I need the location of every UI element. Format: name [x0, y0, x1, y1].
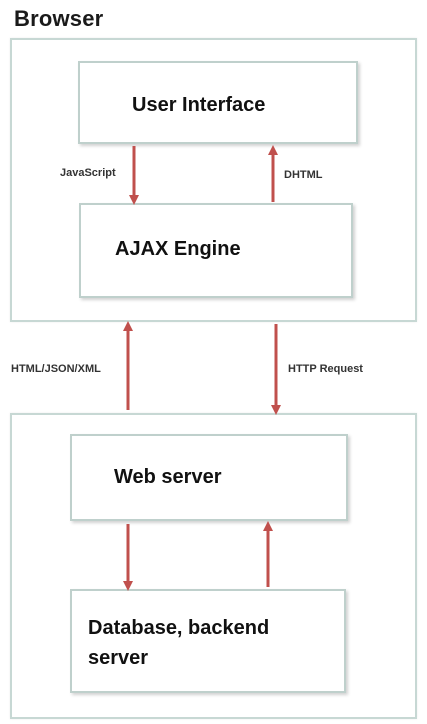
- browser-title: Browser: [14, 6, 104, 31]
- ajax-engine-node: AJAX Engine: [79, 203, 353, 298]
- user-interface-label: User Interface: [132, 94, 266, 116]
- database-node: Database, backend server: [70, 589, 346, 693]
- javascript-edge-label: JavaScript: [60, 167, 116, 179]
- ajax-engine-label: AJAX Engine: [115, 238, 241, 260]
- dhtml-edge-label: DHTML: [284, 169, 323, 181]
- html-json-xml-edge-label: HTML/JSON/XML: [11, 363, 101, 375]
- http-request-edge-label: HTTP Request: [288, 363, 363, 375]
- database-label: Database, backend server: [88, 617, 270, 669]
- web-server-label: Web server: [114, 466, 222, 488]
- user-interface-node: User Interface: [78, 61, 358, 144]
- web-server-node: Web server: [70, 434, 348, 521]
